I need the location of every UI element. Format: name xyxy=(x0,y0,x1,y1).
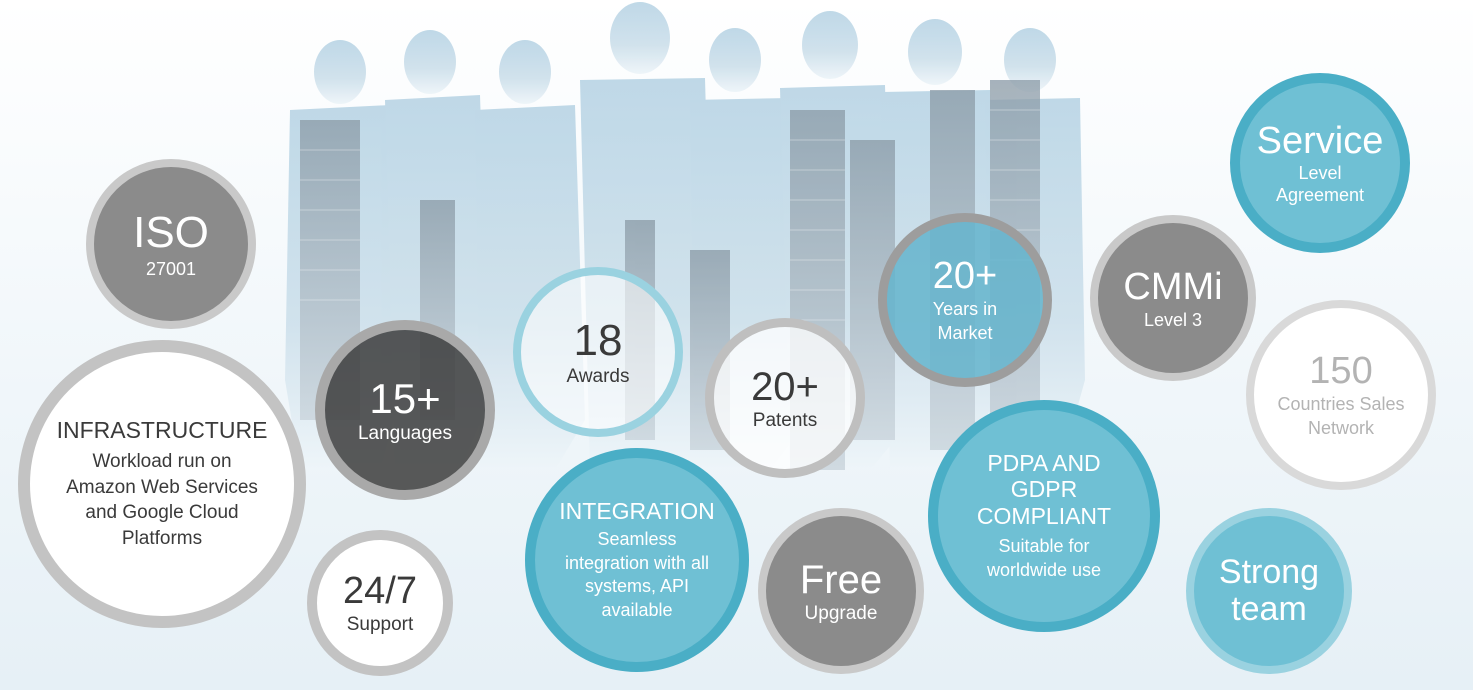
integration-badge: INTEGRATION Seamless integration with al… xyxy=(525,448,749,672)
integration-subtitle: Seamless integration with all systems, A… xyxy=(564,529,710,620)
patents-title: 20+ xyxy=(751,365,819,410)
free-title: Free xyxy=(799,558,883,603)
languages-badge: 15+ Languages xyxy=(315,320,495,500)
pdpa-badge: PDPA AND GDPR COMPLIANT Suitable for wor… xyxy=(928,400,1160,632)
support-badge: 24/7 Support xyxy=(307,530,453,676)
iso-badge: ISO 27001 xyxy=(86,159,256,329)
strong-team-badge: Strong team xyxy=(1186,508,1352,674)
iso-title: ISO xyxy=(133,208,209,258)
integration-title: INTEGRATION xyxy=(559,498,715,524)
service-title: Service xyxy=(1256,119,1384,162)
cmmi-title: CMMi xyxy=(1123,265,1223,308)
iso-subtitle: 27001 xyxy=(145,258,197,279)
patents-subtitle: Patents xyxy=(752,410,818,432)
support-title: 24/7 xyxy=(343,570,417,613)
free-subtitle: Upgrade xyxy=(804,603,878,625)
infrastructure-badge: INFRASTRUCTURE Workload run on Amazon We… xyxy=(18,340,306,628)
service-badge: Service Level Agreement xyxy=(1230,73,1410,253)
service-subtitle: Level Agreement xyxy=(1275,163,1365,205)
languages-subtitle: Languages xyxy=(357,423,453,445)
cmmi-subtitle: Level 3 xyxy=(1143,309,1203,330)
countries-subtitle: Countries Sales Network xyxy=(1277,394,1405,438)
years-badge: 20+ Years in Market xyxy=(878,213,1052,387)
years-title: 20+ xyxy=(932,254,998,297)
awards-badge: 18 Awards xyxy=(513,267,683,437)
team-title: Strong team xyxy=(1218,552,1320,628)
pdpa-subtitle: Suitable for worldwide use xyxy=(986,536,1102,580)
patents-badge: 20+ Patents xyxy=(705,318,865,478)
cmmi-badge: CMMi Level 3 xyxy=(1090,215,1256,381)
countries-badge: 150 Countries Sales Network xyxy=(1246,300,1436,490)
languages-title: 15+ xyxy=(369,374,441,422)
infrastructure-subtitle: Workload run on Amazon Web Services and … xyxy=(66,450,258,549)
years-subtitle: Years in Market xyxy=(932,299,998,343)
countries-title: 150 xyxy=(1309,349,1373,392)
free-upgrade-badge: Free Upgrade xyxy=(758,508,924,674)
awards-title: 18 xyxy=(573,315,623,365)
infrastructure-title: INFRASTRUCTURE xyxy=(56,416,268,443)
support-subtitle: Support xyxy=(346,613,414,635)
awards-subtitle: Awards xyxy=(566,366,630,388)
pdpa-title: PDPA AND GDPR COMPLIANT xyxy=(976,449,1112,529)
